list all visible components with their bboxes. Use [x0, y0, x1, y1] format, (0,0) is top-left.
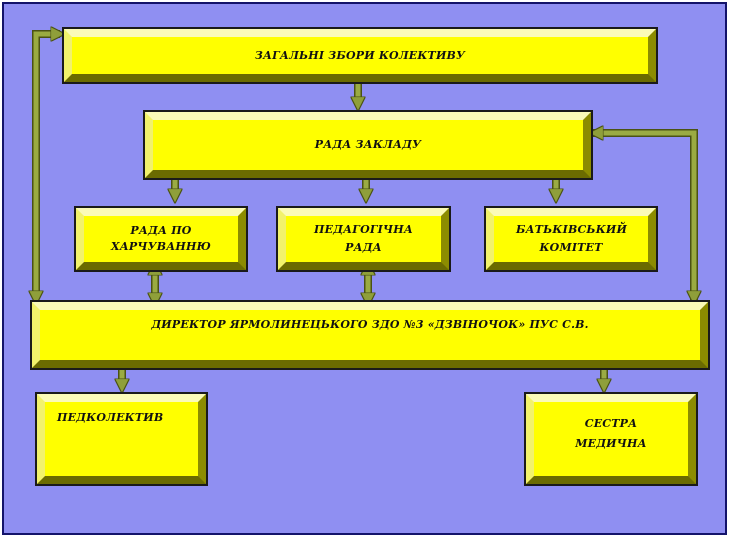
staff-box: ПЕДКОЛЕКТИВ	[35, 392, 208, 486]
nurse-box: СЕСТРА МЕДИЧНА	[524, 392, 698, 486]
director-box: ДИРЕКТОР ЯРМОЛИНЕЦЬКОГО ЗДО №3 «ДЗВІНОЧО…	[30, 300, 710, 370]
council-box: РАДА ЗАКЛАДУ	[143, 110, 593, 180]
nutrition-council-box: РАДА ПО ХАРЧУВАННЮ	[74, 206, 248, 272]
staff-label: ПЕДКОЛЕКТИВ	[57, 411, 164, 424]
general-meeting-label: ЗАГАЛЬНІ ЗБОРИ КОЛЕКТИВУ	[254, 48, 466, 62]
director-label: ДИРЕКТОР ЯРМОЛИНЕЦЬКОГО ЗДО №3 «ДЗВІНОЧО…	[151, 318, 589, 331]
pedagogical-council-label: ПЕДАГОГІЧНА РАДА	[313, 223, 414, 254]
nutrition-council-label: РАДА ПО ХАРЧУВАННЮ	[111, 224, 211, 253]
parents-committee-box: БАТЬКІВСЬКИЙ КОМІТЕТ	[484, 206, 658, 272]
council-label: РАДА ЗАКЛАДУ	[314, 138, 422, 151]
general-meeting-box: ЗАГАЛЬНІ ЗБОРИ КОЛЕКТИВУ	[62, 27, 658, 84]
parents-committee-label: БАТЬКІВСЬКИЙ КОМІТЕТ	[516, 223, 628, 254]
connector-left-loop	[32, 30, 60, 298]
pedagogical-council-box: ПЕДАГОГІЧНА РАДА	[276, 206, 451, 272]
nurse-label: СЕСТРА МЕДИЧНА	[575, 417, 647, 450]
